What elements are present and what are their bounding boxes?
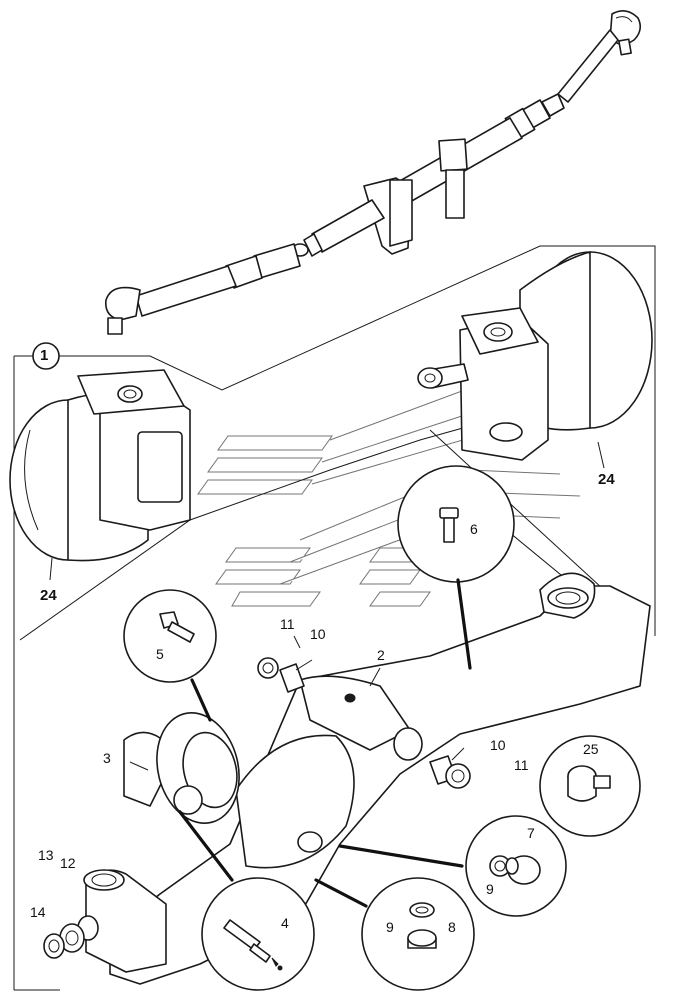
- callout-13: 13: [38, 847, 54, 863]
- callout-9-bottom: 9: [386, 919, 394, 935]
- seals-left: [43, 915, 99, 959]
- detail-circle-5: [123, 589, 217, 683]
- callout-10-top: 10: [310, 626, 326, 642]
- leader-lines: [49, 441, 605, 908]
- callout-3: 3: [103, 750, 111, 766]
- callout-24-left: 24: [40, 587, 57, 604]
- detail-circle-7: [465, 815, 567, 917]
- hub-right: [417, 251, 653, 461]
- callout-7: 7: [527, 825, 535, 841]
- callout-12: 12: [60, 855, 76, 871]
- callout-2: 2: [377, 647, 385, 663]
- callout-8: 8: [448, 919, 456, 935]
- callout-6: 6: [470, 521, 478, 537]
- callout-1: 1: [40, 347, 49, 364]
- detail-circle-4: [201, 877, 315, 991]
- callout-25: 25: [583, 741, 599, 757]
- bushings-top: [257, 657, 305, 693]
- callout-10-right: 10: [490, 737, 506, 753]
- callout-9-right: 9: [486, 881, 494, 897]
- callout-4: 4: [281, 915, 289, 931]
- callout-11-top: 11: [280, 616, 295, 632]
- bushings-right: [429, 755, 471, 789]
- detail-circle-6: [397, 465, 515, 583]
- hub-left: [9, 369, 191, 562]
- group-1-callout-ring: [32, 342, 60, 370]
- callout-14: 14: [30, 904, 46, 920]
- tie-rod-assembly: [104, 10, 642, 335]
- callout-5: 5: [156, 646, 164, 662]
- detail-circle-8: [361, 877, 475, 991]
- callout-24-right: 24: [598, 471, 615, 488]
- detail-circle-25: [539, 735, 641, 837]
- callout-11-right: 11: [514, 757, 529, 773]
